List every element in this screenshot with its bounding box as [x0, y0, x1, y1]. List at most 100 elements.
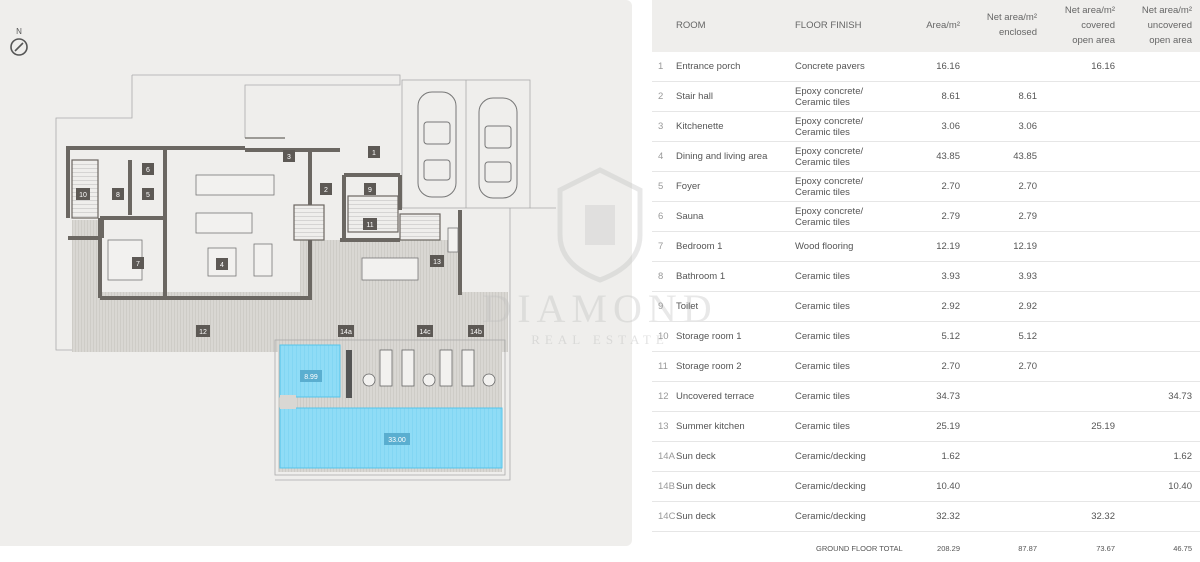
svg-text:11: 11	[366, 222, 373, 229]
floor-finish: Epoxy concrete/Ceramic tiles	[795, 86, 885, 108]
area-value: 16.16	[936, 61, 960, 72]
floor-finish: Ceramic tiles	[795, 361, 885, 372]
room-name: Summer kitchen	[676, 421, 745, 432]
net-covered-value: 25.19	[1091, 421, 1115, 432]
floor-finish: Ceramic tiles	[795, 391, 885, 402]
area-value: 43.85	[936, 151, 960, 162]
area-value: 12.19	[936, 241, 960, 252]
area-value: 2.79	[941, 211, 961, 222]
floor-finish: Ceramic/decking	[795, 451, 885, 462]
floor-finish-line: Ceramic tiles	[795, 127, 850, 138]
car-icon	[417, 91, 457, 198]
svg-text:14a: 14a	[340, 329, 352, 336]
floor-finish: Ceramic tiles	[795, 271, 885, 282]
row-number: 4	[658, 151, 664, 162]
car-icon	[478, 97, 518, 199]
floor-finish: Concrete pavers	[795, 61, 885, 72]
net-enclosed-value: 2.70	[1018, 361, 1038, 372]
floor-finish-line: Ceramic tiles	[795, 157, 850, 168]
floor-finish: Ceramic tiles	[795, 301, 885, 312]
table-row: 13 Summer kitchen Ceramic tiles 25.19 25.19	[652, 412, 1200, 442]
compass-icon: N	[10, 27, 28, 56]
net-enclosed-value: 3.06	[1018, 121, 1038, 132]
row-number: 6	[658, 211, 664, 222]
svg-text:8: 8	[116, 192, 120, 199]
room-name: Sun deck	[676, 511, 716, 522]
row-number: 10	[658, 331, 669, 342]
total-uncovered: 46.75	[1173, 544, 1192, 553]
room-name: Sun deck	[676, 481, 716, 492]
area-value: 3.93	[941, 271, 961, 282]
floor-finish-line: Ceramic tiles	[795, 331, 850, 342]
floor-finish-line: Epoxy concrete/	[795, 116, 864, 127]
pool-small-area: 8.99	[304, 374, 318, 381]
floor-finish-line: Ceramic tiles	[795, 217, 850, 228]
house-walls	[66, 146, 462, 300]
svg-text:2: 2	[324, 187, 328, 194]
area-value: 2.70	[941, 361, 961, 372]
floor-finish-line: Ceramic tiles	[795, 301, 850, 312]
floor-finish: Ceramic/decking	[795, 481, 885, 492]
furniture	[107, 174, 459, 281]
floor-finish-line: Ceramic/decking	[795, 511, 866, 522]
floor-finish-line: Ceramic tiles	[795, 391, 850, 402]
sun-lounger-group	[362, 349, 496, 387]
svg-text:7: 7	[136, 261, 140, 268]
row-number: 14B	[658, 481, 675, 492]
area-value: 25.19	[936, 421, 960, 432]
area-value: 32.32	[936, 511, 960, 522]
header-room: ROOM	[676, 20, 706, 31]
floor-finish-line: Ceramic tiles	[795, 361, 850, 372]
room-name: Bathroom 1	[676, 271, 726, 282]
room-name: Storage room 2	[676, 361, 742, 372]
net-covered-value: 32.32	[1091, 511, 1115, 522]
floor-finish-line: Ceramic/decking	[795, 451, 866, 462]
table-total-row: GROUND FLOOR TOTAL 208.29 87.87 73.67 46…	[652, 532, 1200, 562]
svg-text:5: 5	[146, 192, 150, 199]
small-pool	[279, 344, 341, 398]
net-uncovered-value: 10.40	[1168, 481, 1192, 492]
svg-text:9: 9	[368, 187, 372, 194]
floor-finish-line: Ceramic/decking	[795, 481, 866, 492]
net-enclosed-value: 12.19	[1013, 241, 1037, 252]
total-covered: 73.67	[1096, 544, 1115, 553]
net-enclosed-value: 2.70	[1018, 181, 1038, 192]
area-value: 3.06	[941, 121, 961, 132]
net-enclosed-value: 2.92	[1018, 301, 1038, 312]
room-name: Uncovered terrace	[676, 391, 755, 402]
net-enclosed-value: 5.12	[1018, 331, 1038, 342]
floor-finish-line: Ceramic tiles	[795, 97, 850, 108]
floor-finish: Epoxy concrete/Ceramic tiles	[795, 146, 885, 168]
area-value: 1.62	[941, 451, 961, 462]
room-name: Storage room 1	[676, 331, 742, 342]
floor-finish: Epoxy concrete/Ceramic tiles	[795, 116, 885, 138]
svg-text:6: 6	[146, 167, 150, 174]
total-area: 208.29	[937, 544, 960, 553]
room-label-markers: 1 2 3 4 5 6 7 8 9 10 11 12 13 14a 14c 14…	[76, 146, 484, 337]
floor-finish-line: Epoxy concrete/	[795, 176, 864, 187]
room-name: Toilet	[676, 301, 699, 312]
row-number: 13	[658, 421, 669, 432]
svg-text:1: 1	[372, 150, 376, 157]
area-value: 10.40	[936, 481, 960, 492]
row-number: 5	[658, 181, 664, 192]
row-number: 9	[658, 301, 664, 312]
area-value: 2.70	[941, 181, 961, 192]
floor-finish: Wood flooring	[795, 241, 885, 252]
area-value: 8.61	[941, 91, 961, 102]
net-enclosed-value: 43.85	[1013, 151, 1037, 162]
floor-finish: Ceramic tiles	[795, 421, 885, 432]
